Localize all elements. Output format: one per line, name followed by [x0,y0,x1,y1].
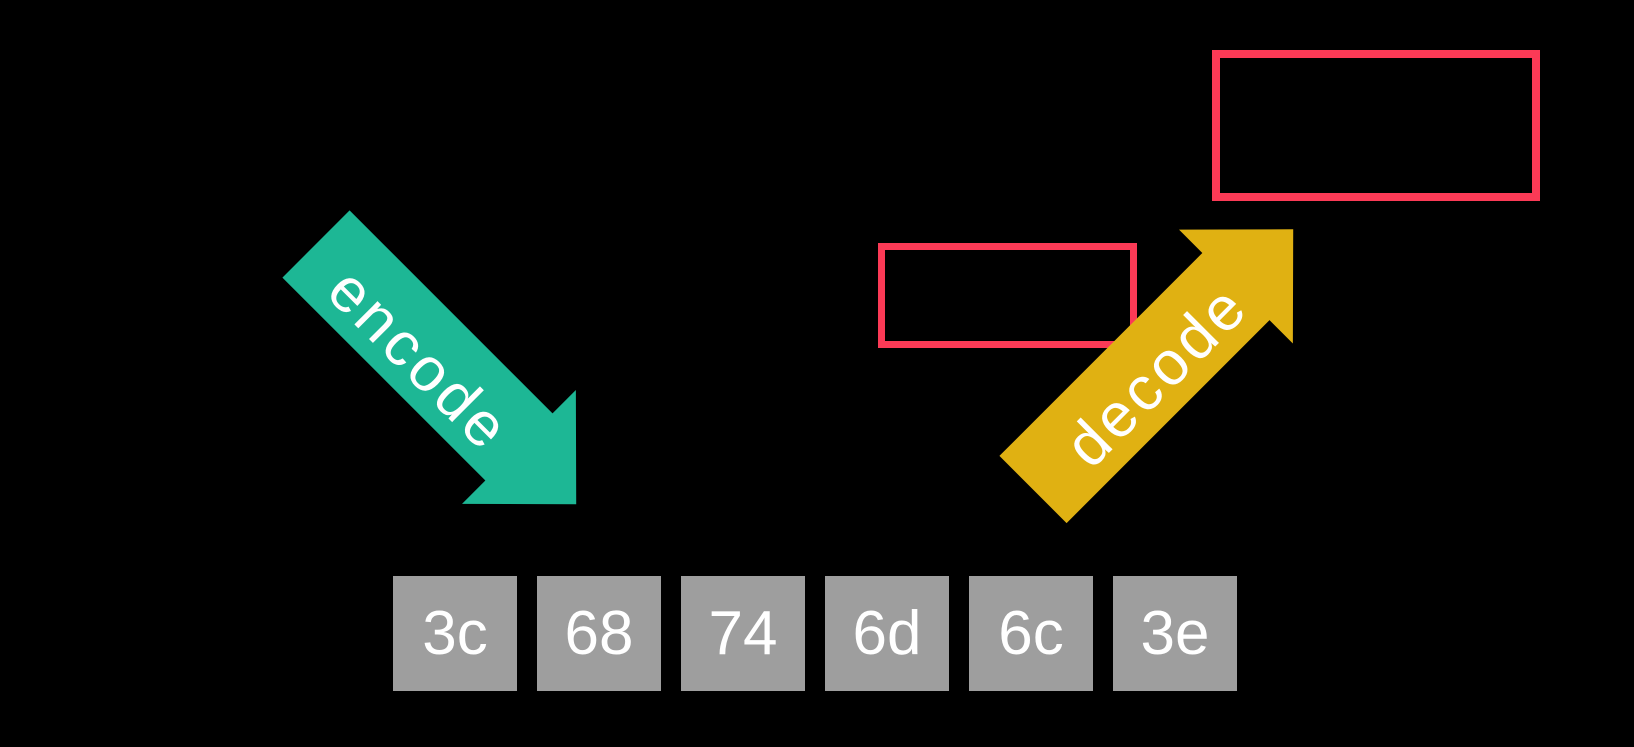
byte-box: 6d [825,576,949,691]
encode-arrow-label: encode [314,255,524,465]
decode-arrow: decode [999,229,1294,524]
byte-box: 74 [681,576,805,691]
decode-arrow-shape [999,229,1294,524]
byte-box: 3c [393,576,517,691]
byte-value: 3e [1140,598,1210,668]
byte-value: 6c [998,598,1064,668]
byte-sequence: 3c 68 74 6d 6c 3e [393,576,1237,691]
byte-value: 6d [852,598,922,668]
encode-arrow-shape [282,210,577,505]
placeholder-box-large [1212,50,1540,201]
placeholder-box-small [878,243,1137,348]
byte-value: 3c [422,598,488,668]
encode-arrow: encode [282,210,577,505]
byte-value: 68 [564,598,634,668]
byte-value: 74 [708,598,778,668]
byte-box: 3e [1113,576,1237,691]
byte-box: 68 [537,576,661,691]
byte-box: 6c [969,576,1093,691]
